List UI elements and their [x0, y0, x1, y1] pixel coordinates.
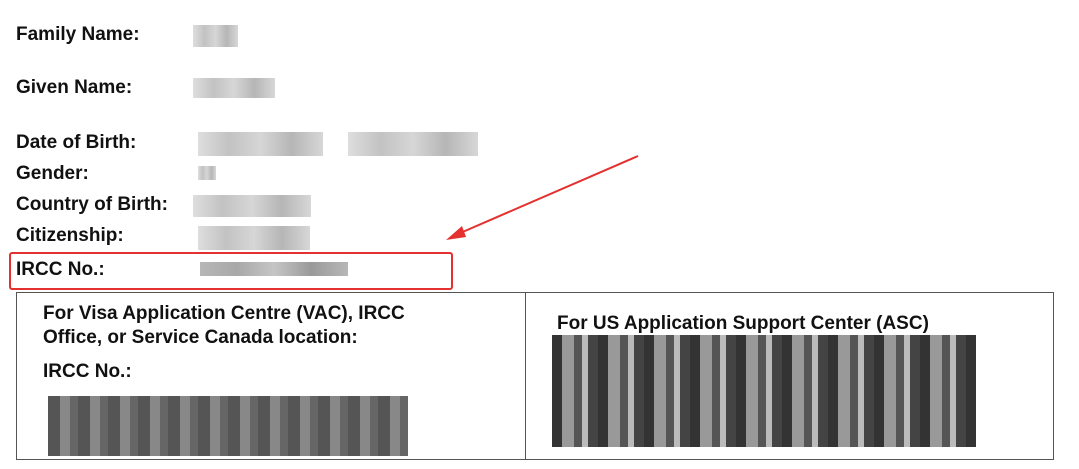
dob-value-redacted [198, 132, 323, 156]
asc-barcode-redacted [552, 335, 976, 447]
ircc-no-value-redacted [200, 262, 348, 276]
table-divider [525, 292, 526, 459]
country-of-birth-value-redacted [193, 195, 311, 217]
ircc-no-label: IRCC No.: [16, 259, 105, 280]
citizenship-label: Citizenship: [16, 225, 124, 246]
vac-ircc-no-label: IRCC No.: [43, 361, 132, 382]
vac-barcode-redacted [48, 396, 408, 456]
appointment-info-table [16, 292, 1054, 460]
family-name-label: Family Name: [16, 24, 140, 45]
country-of-birth-label: Country of Birth: [16, 194, 168, 215]
dob-value-redacted-2 [348, 132, 478, 156]
gender-label: Gender: [16, 163, 89, 184]
vac-section-title: For Visa Application Centre (VAC), IRCC … [43, 303, 405, 348]
asc-section-title: For US Application Support Center (ASC) [557, 313, 929, 334]
given-name-value-redacted [193, 78, 275, 98]
given-name-label: Given Name: [16, 77, 133, 98]
gender-value-redacted [198, 166, 216, 180]
dob-label: Date of Birth: [16, 132, 137, 153]
highlight-box [9, 252, 453, 290]
family-name-value-redacted [193, 25, 238, 47]
citizenship-value-redacted [198, 226, 310, 250]
